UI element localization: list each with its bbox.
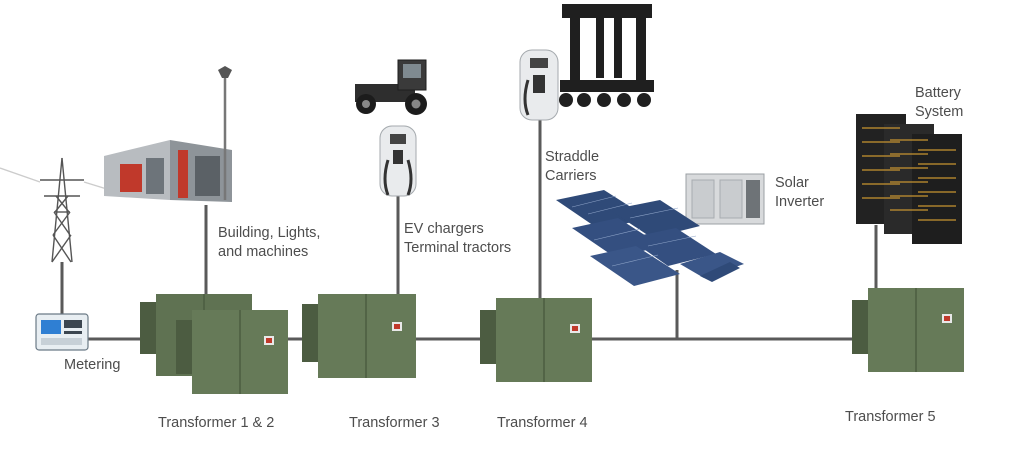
battery-system-icon: [856, 114, 962, 244]
meter-device-icon: [35, 313, 89, 351]
straddle-carrier-icon: [559, 4, 654, 107]
transformer-4-icon: [480, 298, 592, 382]
battery-label-line-1: Battery: [915, 85, 961, 101]
transformer-3-icon: [302, 294, 416, 378]
straddle-charger-icon: [519, 49, 559, 121]
transformer-5-label: Transformer 5: [845, 409, 936, 425]
battery-label-line-2: System: [915, 104, 964, 120]
solar-label: Solar Inverter: [775, 174, 824, 212]
straddle-label: Straddle Carriers: [545, 148, 599, 186]
straddle-label-line-2: Carriers: [545, 168, 597, 184]
straddle-label-line-1: Straddle: [545, 149, 600, 165]
building-label-line-1: Building, Lights,: [218, 225, 321, 241]
solar-panels-icon: [556, 190, 744, 286]
ev-label-line-2: Terminal tractors: [404, 240, 512, 256]
transformer-3-label: Transformer 3: [349, 415, 440, 431]
metering-label: Metering: [64, 357, 121, 373]
transformer-4-label: Transformer 4: [497, 415, 588, 431]
solar-label-line-1: Solar: [775, 175, 809, 191]
ev-label-line-1: EV chargers: [404, 221, 484, 237]
light-pole-icon: [218, 66, 232, 200]
transformer-5-icon: [852, 288, 964, 372]
battery-label: Battery System: [915, 84, 963, 122]
transformer-1-2-label: Transformer 1 & 2: [158, 415, 275, 431]
solar-label-line-2: Inverter: [775, 194, 825, 210]
power-pylon-icon: [0, 157, 111, 263]
transformer-2-icon: [176, 310, 288, 394]
solar-inverter-icon: [685, 173, 765, 225]
building-icon: [104, 140, 232, 202]
ev-label: EV chargers Terminal tractors: [404, 220, 511, 258]
ev-charger-icon: [379, 125, 417, 197]
building-label-line-2: and machines: [218, 244, 309, 260]
building-label: Building, Lights, and machines: [218, 224, 320, 262]
terminal-tractor-icon: [355, 59, 427, 115]
